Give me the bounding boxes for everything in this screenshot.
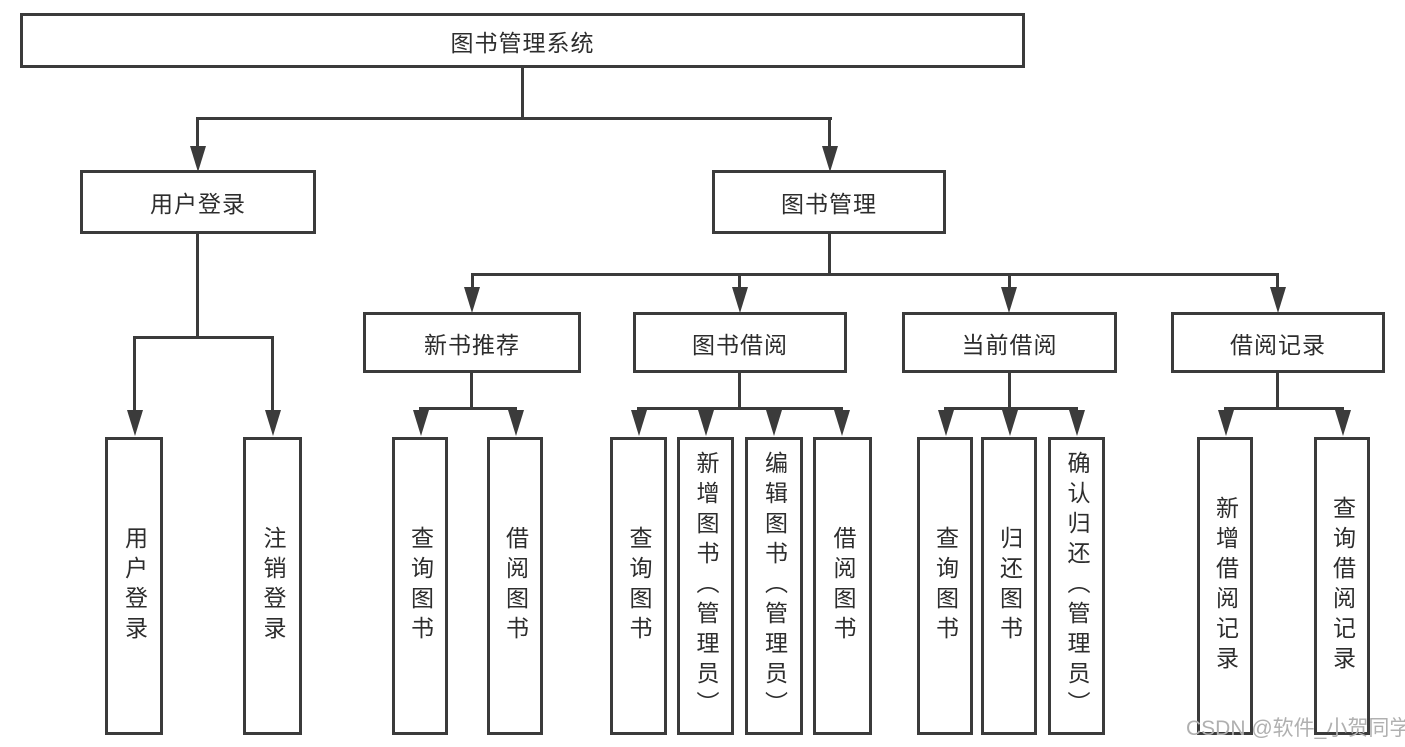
node-new-book-recommendation: 新书推荐 xyxy=(363,312,581,373)
leaf-label: 查询图书 xyxy=(932,526,959,646)
arrow-leaf-query-books-3 xyxy=(938,410,954,436)
connector-drop-user-login xyxy=(196,117,199,150)
leaf-query-books-2: 查询图书 xyxy=(610,437,667,735)
leaf-logout: 注销登录 xyxy=(243,437,302,735)
arrow-current-borrow xyxy=(1001,287,1017,313)
connector-book-borrow-stem xyxy=(738,373,741,410)
leaf-query-borrow-record: 查询借阅记录 xyxy=(1314,437,1370,735)
connector-drop-borrow-records xyxy=(1276,273,1279,291)
connector-drop-new-book xyxy=(471,273,474,291)
node-user-login: 用户登录 xyxy=(80,170,316,234)
leaf-label: 新增借阅记录 xyxy=(1212,496,1239,676)
arrow-leaf-borrow-books-1 xyxy=(508,410,524,436)
leaf-user-login: 用户登录 xyxy=(105,437,163,735)
arrow-borrow-records xyxy=(1270,287,1286,313)
leaf-label: 查询图书 xyxy=(626,526,652,646)
leaf-label: 注销登录 xyxy=(260,526,286,646)
leaf-query-books-3: 查询图书 xyxy=(917,437,973,735)
node-library-management-system: 图书管理系统 xyxy=(20,13,1025,68)
arrow-leaf-add-book xyxy=(698,410,714,436)
node-label: 新书推荐 xyxy=(424,331,520,358)
connector-book-management-stem xyxy=(828,232,831,275)
connector-drop-book-borrow xyxy=(738,273,741,291)
csdn-watermark: CSDN @软件_小贺同学 xyxy=(1186,717,1405,740)
connector-borrow-records-stem xyxy=(1276,373,1279,410)
node-current-borrowing: 当前借阅 xyxy=(902,312,1117,373)
leaf-label: 确认归还（管理员） xyxy=(1064,451,1090,721)
node-label: 图书管理系统 xyxy=(450,29,595,56)
connector-current-borrow-stem xyxy=(1008,373,1011,410)
leaf-borrow-books-1: 借阅图书 xyxy=(487,437,543,735)
arrow-leaf-query-borrow-record xyxy=(1335,410,1351,436)
leaf-label: 归还图书 xyxy=(996,526,1023,646)
arrow-leaf-query-books-2 xyxy=(631,410,647,436)
leaf-label: 借阅图书 xyxy=(830,526,856,646)
leaf-confirm-return-admin: 确认归还（管理员） xyxy=(1048,437,1105,735)
leaf-label: 查询图书 xyxy=(407,526,434,646)
connector-drop-leaf-logout xyxy=(271,336,274,414)
connector-drop-leaf-user-login xyxy=(133,336,136,414)
node-label: 用户登录 xyxy=(150,191,246,217)
node-label: 当前借阅 xyxy=(961,331,1058,358)
leaf-label: 借阅图书 xyxy=(502,526,529,646)
leaf-label: 新增图书（管理员） xyxy=(693,451,719,721)
leaf-borrow-books-2: 借阅图书 xyxy=(813,437,872,735)
arrow-leaf-logout xyxy=(265,410,281,436)
leaf-edit-book-admin: 编辑图书（管理员） xyxy=(745,437,803,735)
leaf-add-borrow-record: 新增借阅记录 xyxy=(1197,437,1253,735)
leaf-label: 用户登录 xyxy=(121,526,148,646)
connector-current-borrow-bar xyxy=(944,407,1078,410)
leaf-return-book: 归还图书 xyxy=(981,437,1037,735)
node-book-management: 图书管理 xyxy=(712,170,946,234)
connector-user-login-stem xyxy=(196,232,199,338)
connector-root-bar xyxy=(196,117,832,120)
connector-book-management-bar xyxy=(471,273,1279,276)
connector-root-stem xyxy=(521,68,524,119)
arrow-new-book xyxy=(464,287,480,313)
connector-borrow-records-bar xyxy=(1224,407,1343,410)
connector-new-book-bar xyxy=(419,407,517,410)
arrow-user-login xyxy=(190,146,206,172)
arrow-book-borrow xyxy=(732,287,748,313)
leaf-label: 编辑图书（管理员） xyxy=(761,451,788,721)
arrow-leaf-add-borrow-record xyxy=(1218,410,1234,436)
connector-new-book-stem xyxy=(470,373,473,410)
arrow-leaf-edit-book xyxy=(766,410,782,436)
arrow-book-management xyxy=(822,146,838,172)
arrow-leaf-borrow-books-2 xyxy=(834,410,850,436)
connector-drop-current-borrow xyxy=(1008,273,1011,291)
node-label: 借阅记录 xyxy=(1230,331,1326,358)
node-label: 图书管理 xyxy=(781,191,877,217)
connector-book-borrow-bar xyxy=(637,407,843,410)
leaf-query-books-1: 查询图书 xyxy=(392,437,448,735)
node-book-borrowing: 图书借阅 xyxy=(633,312,847,373)
arrow-leaf-return-book xyxy=(1002,410,1018,436)
connector-drop-book-management xyxy=(828,117,831,150)
arrow-leaf-query-books-1 xyxy=(413,410,429,436)
arrow-leaf-user-login xyxy=(127,410,143,436)
leaf-label: 查询借阅记录 xyxy=(1329,496,1356,676)
node-label: 图书借阅 xyxy=(692,331,788,358)
node-borrowing-records: 借阅记录 xyxy=(1171,312,1385,373)
connector-user-login-bar xyxy=(133,336,274,339)
arrow-leaf-confirm-return xyxy=(1069,410,1085,436)
leaf-add-book-admin: 新增图书（管理员） xyxy=(677,437,734,735)
